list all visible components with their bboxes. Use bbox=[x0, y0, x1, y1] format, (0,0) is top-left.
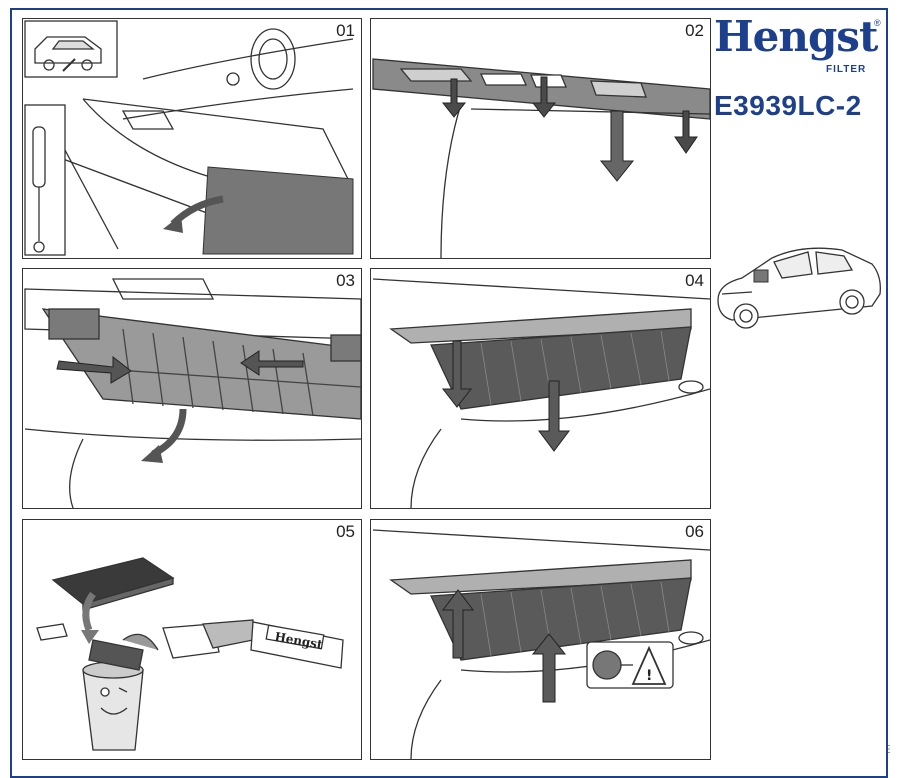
step-05-panel: Hengst 05 bbox=[22, 519, 362, 760]
registered-mark: ® bbox=[874, 18, 881, 28]
step-06-illustration: ! bbox=[372, 529, 710, 759]
step-01-illustration bbox=[24, 20, 354, 256]
step-04-panel: 04 bbox=[370, 268, 711, 509]
step-02-illustration bbox=[372, 58, 710, 258]
brand-logo: Hengst ® FILTER bbox=[714, 14, 884, 84]
svg-text:!: ! bbox=[646, 668, 652, 684]
step-02-panel: 02 bbox=[370, 18, 711, 259]
brand-sub: FILTER bbox=[826, 64, 867, 75]
step-04-illustration bbox=[372, 278, 710, 508]
step-number: 01 bbox=[336, 21, 355, 40]
step-06-panel: ! 06 bbox=[370, 519, 711, 760]
car-illustration bbox=[717, 247, 881, 329]
brand-name: Hengst bbox=[714, 12, 878, 61]
step-03-panel: 03 bbox=[22, 268, 362, 509]
step-number: 06 bbox=[685, 522, 704, 541]
step-01-panel: 01 bbox=[22, 18, 362, 259]
step-03-illustration bbox=[24, 278, 361, 508]
step-05-illustration: Hengst bbox=[36, 557, 344, 751]
step-number: 05 bbox=[336, 522, 355, 541]
part-number: E3939LC-2 bbox=[714, 90, 862, 121]
step-number: 04 bbox=[685, 271, 704, 290]
page-marker: ⋮ bbox=[884, 744, 894, 755]
step-number: 03 bbox=[336, 271, 355, 290]
step-number: 02 bbox=[685, 21, 704, 40]
